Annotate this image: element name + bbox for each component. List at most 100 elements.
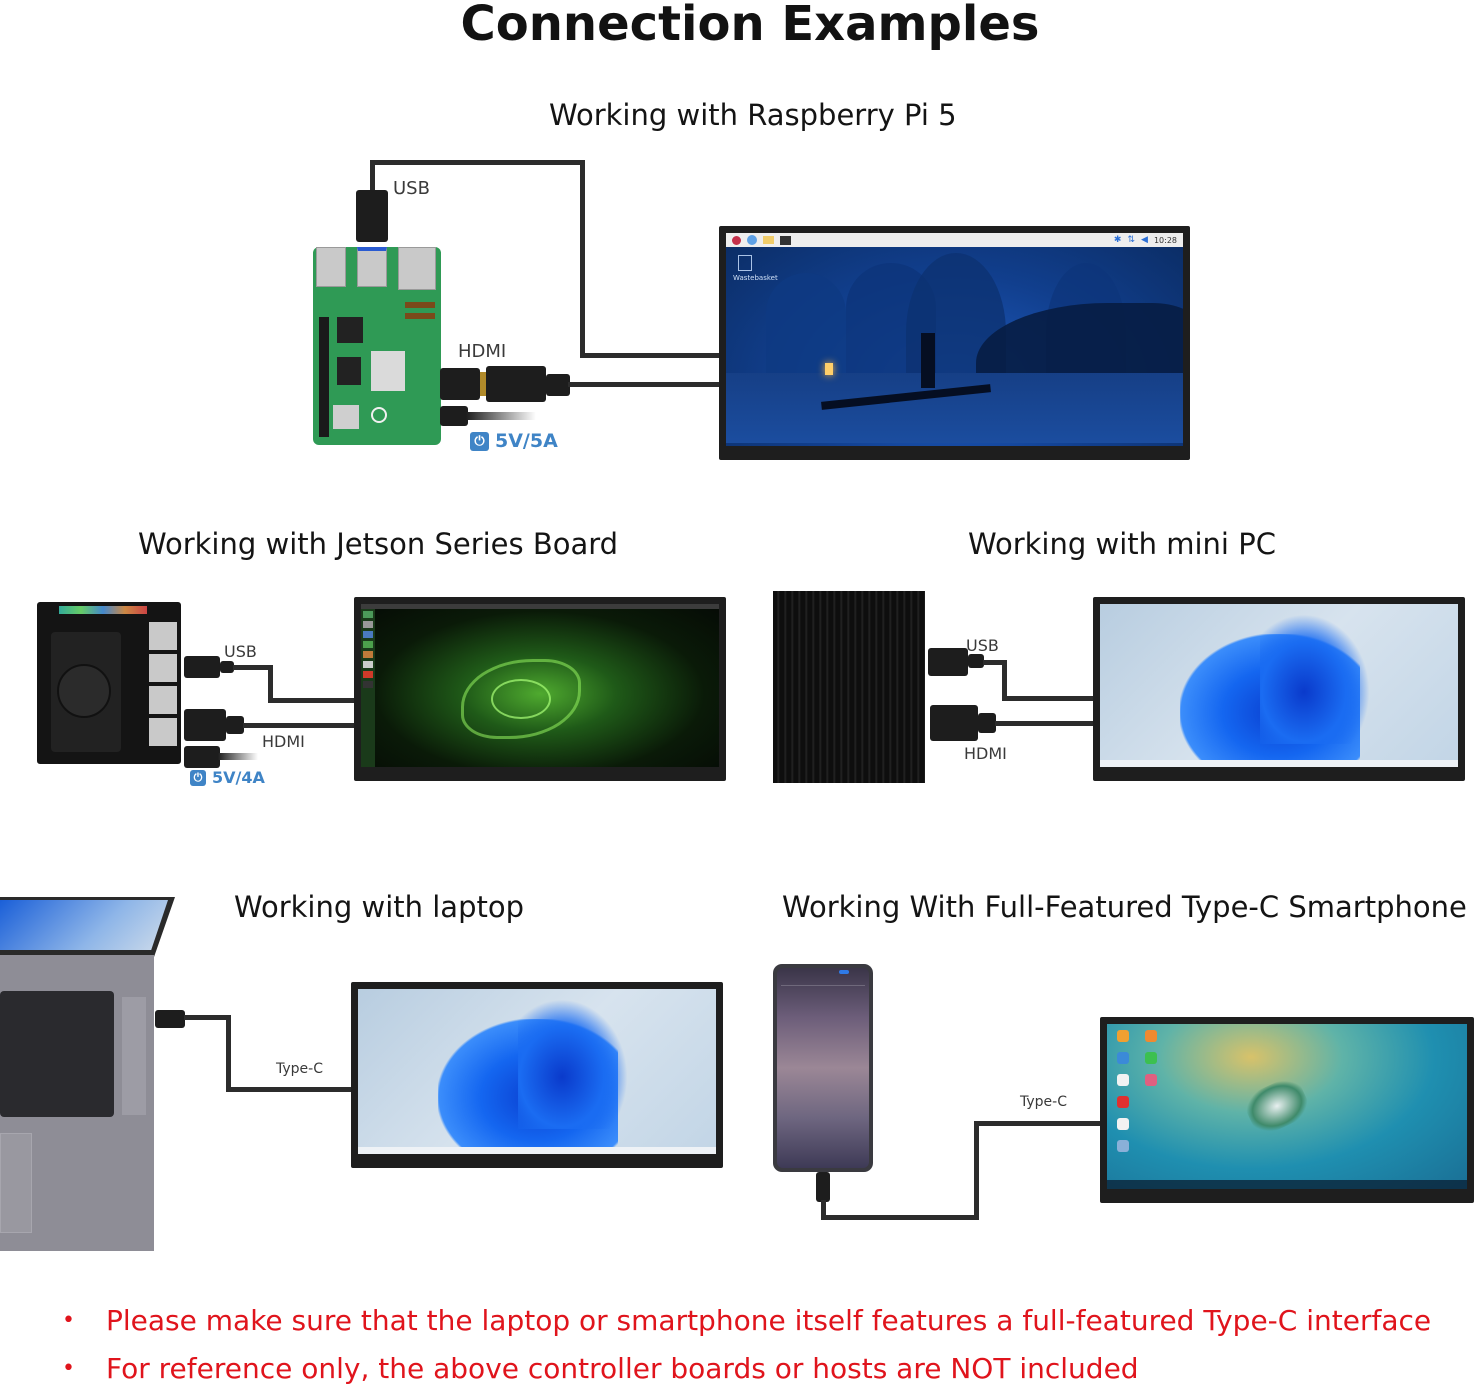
bullet-icon: • xyxy=(62,1355,75,1381)
monitor-laptop xyxy=(351,982,723,1168)
typec-cable-segment xyxy=(821,1215,979,1220)
typec-cable-segment xyxy=(974,1121,1102,1126)
pi-taskbar: ✱ ⇅ ◀ 10:28 xyxy=(726,233,1183,247)
screen-windows-desktop xyxy=(1100,604,1458,767)
section-title-jetson: Working with Jetson Series Board xyxy=(138,527,619,561)
screen-android-desktop xyxy=(1107,1024,1467,1189)
hdmi-cable xyxy=(243,723,356,728)
usb-cable-segment xyxy=(268,665,273,703)
ubuntu-top-bar xyxy=(361,604,719,609)
power-rating: ⏻ 5V/4A xyxy=(190,768,265,787)
folder-icon[interactable] xyxy=(763,236,774,244)
laptop-speaker xyxy=(122,997,146,1115)
usb-cable-segment xyxy=(370,160,585,165)
android-taskbar xyxy=(1107,1180,1467,1189)
power-plug xyxy=(440,406,468,426)
usb-cable-segment xyxy=(370,160,375,190)
terminal-icon[interactable] xyxy=(780,235,791,245)
power-rating: ⏻ 5V/5A xyxy=(470,430,558,452)
hdmi-label: HDMI xyxy=(458,341,507,362)
monitor-mini-pc xyxy=(1093,597,1465,781)
app-icon[interactable] xyxy=(1145,1074,1157,1086)
power-plug xyxy=(184,746,220,768)
hdmi-plug xyxy=(440,368,480,400)
usb-plug xyxy=(356,190,388,242)
power-rating-label: 5V/4A xyxy=(212,768,265,787)
bullet-icon: • xyxy=(62,1307,75,1333)
typec-cable-segment xyxy=(184,1015,230,1020)
ubuntu-launcher xyxy=(361,609,375,767)
power-cable xyxy=(466,412,536,420)
note-text: For reference only, the above controller… xyxy=(106,1351,1139,1385)
lantern xyxy=(825,363,833,375)
monitor-smartphone xyxy=(1100,1017,1474,1203)
fisherman xyxy=(921,333,935,388)
typec-plug xyxy=(155,1010,185,1028)
network-icon[interactable]: ⇅ xyxy=(1127,235,1136,245)
hdmi-label: HDMI xyxy=(964,744,1007,763)
hdmi-cable xyxy=(995,721,1096,726)
section-title-laptop: Working with laptop xyxy=(234,890,524,924)
smartphone-screen xyxy=(777,968,869,1168)
mini-pc xyxy=(773,591,925,783)
app-icon[interactable] xyxy=(1117,1030,1129,1042)
usb-cable-segment xyxy=(580,160,585,358)
usb-cable-segment xyxy=(580,353,722,358)
app-icon[interactable] xyxy=(1117,1074,1129,1086)
screen-raspberry-pi-desktop: ✱ ⇅ ◀ 10:28 Wastebasket xyxy=(726,233,1183,446)
typec-cable-segment xyxy=(226,1015,231,1091)
app-icon[interactable] xyxy=(1117,1118,1129,1130)
power-icon: ⏻ xyxy=(190,769,206,786)
smartphone xyxy=(773,964,873,1172)
section-title-raspberry-pi: Working with Raspberry Pi 5 xyxy=(549,98,957,132)
page-title: Connection Examples xyxy=(460,0,1040,52)
windows-taskbar xyxy=(358,1147,716,1154)
usb-plug xyxy=(928,648,968,676)
usb-cable-segment xyxy=(983,660,1007,665)
note-item: • For reference only, the above controll… xyxy=(62,1344,1431,1388)
wastebasket-icon[interactable] xyxy=(738,255,752,271)
jetson-board xyxy=(37,602,181,764)
usb-cable-segment xyxy=(1002,696,1096,701)
power-icon: ⏻ xyxy=(470,431,489,451)
nvidia-logo-glow xyxy=(461,659,581,739)
note-item: • Please make sure that the laptop or sm… xyxy=(62,1296,1431,1344)
usb-cable-segment xyxy=(268,698,356,703)
app-icon[interactable] xyxy=(1145,1030,1157,1042)
hdmi-plug xyxy=(930,705,978,741)
hdmi-plug xyxy=(486,366,546,402)
app-icon[interactable] xyxy=(1117,1052,1129,1064)
typec-label: Type-C xyxy=(1020,1094,1067,1110)
laptop-screen xyxy=(0,897,175,957)
usb-cable-segment xyxy=(1002,660,1007,700)
windows-taskbar xyxy=(1100,760,1458,767)
typec-plug xyxy=(816,1172,830,1202)
section-title-smartphone: Working With Full-Featured Type-C Smartp… xyxy=(782,890,1467,924)
bluetooth-icon[interactable]: ✱ xyxy=(1113,235,1122,245)
taskbar-clock: 10:28 xyxy=(1153,235,1177,245)
hdmi-label: HDMI xyxy=(262,732,305,751)
typec-cable-segment xyxy=(821,1200,826,1220)
app-icon[interactable] xyxy=(1117,1140,1129,1152)
browser-icon[interactable] xyxy=(747,235,757,245)
power-cable xyxy=(218,753,258,760)
laptop-touchpad xyxy=(0,1133,32,1233)
section-title-mini-pc: Working with mini PC xyxy=(968,527,1276,561)
usb-label: USB xyxy=(224,642,257,661)
laptop-keyboard xyxy=(0,991,114,1117)
note-text: Please make sure that the laptop or smar… xyxy=(106,1303,1432,1337)
hdmi-plug xyxy=(184,709,226,741)
wps-office-icon[interactable] xyxy=(1117,1096,1129,1108)
typec-cable-segment xyxy=(226,1087,352,1092)
screen-jetson-desktop xyxy=(361,604,719,767)
raspberry-menu-icon[interactable] xyxy=(732,235,741,245)
volume-icon[interactable]: ◀ xyxy=(1141,235,1148,245)
app-icon[interactable] xyxy=(1145,1052,1157,1064)
usb-label: USB xyxy=(966,636,999,655)
usb-plug xyxy=(184,656,220,678)
typec-cable-segment xyxy=(974,1121,979,1220)
usb-cable-segment xyxy=(233,665,273,670)
power-rating-label: 5V/5A xyxy=(495,430,558,452)
typec-label: Type-C xyxy=(276,1061,323,1077)
hdmi-cable xyxy=(568,382,722,387)
